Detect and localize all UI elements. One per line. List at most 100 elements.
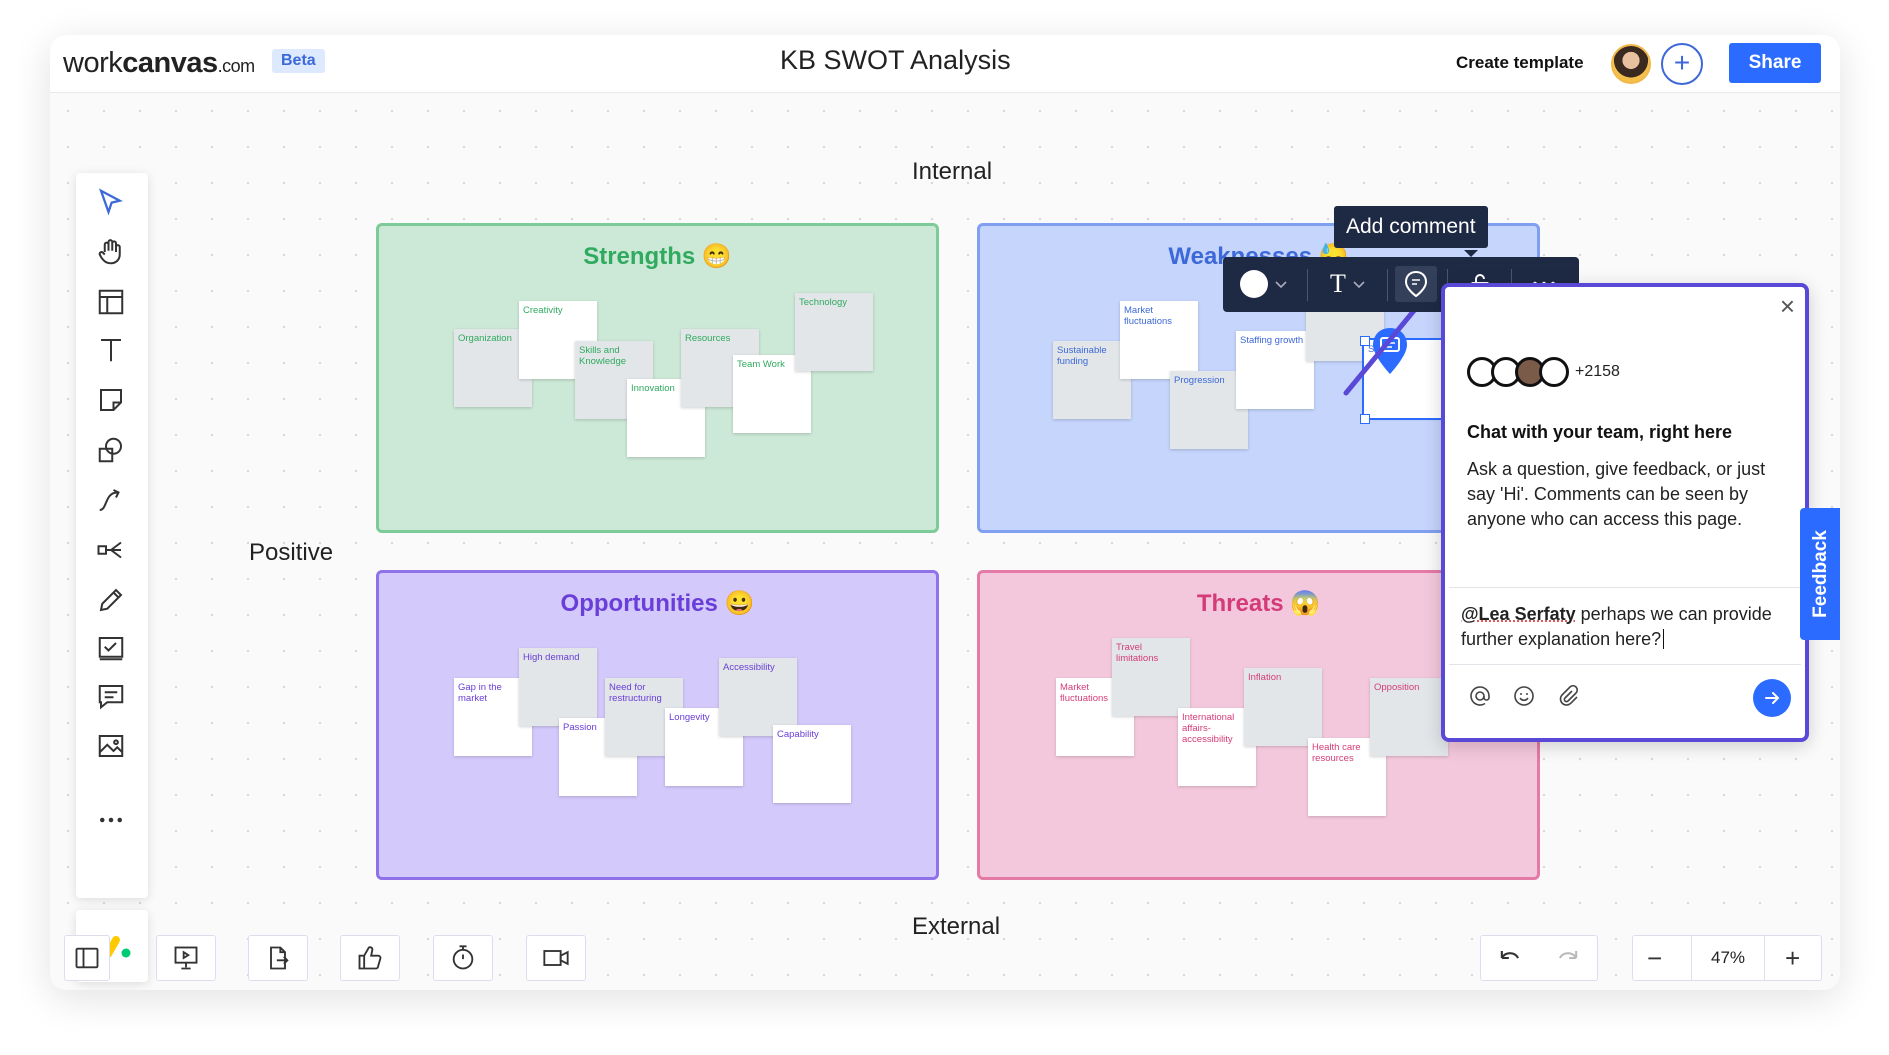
mention-at-icon[interactable] xyxy=(1469,685,1491,707)
sticky-note[interactable]: High demand xyxy=(519,648,597,726)
brand-tld: .com xyxy=(217,56,256,76)
zoom-out-button[interactable]: − xyxy=(1647,942,1663,973)
toggle-sidebar-button[interactable] xyxy=(64,935,110,981)
panel-heading: Chat with your team, right here xyxy=(1467,422,1733,442)
shapes-tool[interactable] xyxy=(94,433,128,467)
text-tool[interactable] xyxy=(94,333,128,367)
whiteboard-canvas[interactable]: Internal External Positive Strengths 😁 O… xyxy=(50,93,1840,990)
user-avatar[interactable] xyxy=(1611,44,1651,84)
text-icon xyxy=(101,339,121,362)
more-dots-icon xyxy=(100,817,122,823)
resize-handle[interactable] xyxy=(1360,336,1370,346)
text-caret xyxy=(1663,629,1670,649)
plus-icon: + xyxy=(1673,47,1691,78)
tooltip-caret xyxy=(1464,250,1478,257)
emoji-icon[interactable] xyxy=(1513,685,1535,707)
zoom-level[interactable]: 47% xyxy=(1691,936,1765,980)
create-template-link[interactable]: Create template xyxy=(1456,53,1584,72)
send-button[interactable] xyxy=(1753,679,1791,717)
quadrant-title-text: Threats xyxy=(1196,590,1284,617)
feedback-tab[interactable]: Feedback xyxy=(1800,508,1840,640)
quadrant-strengths[interactable]: Strengths 😁 Organization Creativity Skil… xyxy=(376,223,939,533)
page-title[interactable]: KB SWOT Analysis xyxy=(780,45,1011,75)
export-button[interactable] xyxy=(248,935,308,981)
presentation-button[interactable] xyxy=(156,935,216,981)
undo-icon[interactable] xyxy=(1496,944,1524,972)
sticky-note[interactable]: Market fluctuations xyxy=(1120,301,1198,379)
axis-label-external: External xyxy=(912,913,1001,940)
sticky-note[interactable]: Staffing growth xyxy=(1236,331,1314,409)
attachment-paperclip-icon[interactable] xyxy=(1557,685,1579,707)
participants-row: +2158 xyxy=(1467,357,1620,387)
add-comment-tooltip: Add comment xyxy=(1334,206,1488,248)
select-tool[interactable] xyxy=(94,185,128,219)
redo-icon[interactable] xyxy=(1554,944,1582,972)
stopwatch-icon xyxy=(452,945,474,970)
thumbs-up-icon xyxy=(358,946,382,970)
color-picker-button[interactable] xyxy=(1235,266,1293,302)
connector-tool[interactable] xyxy=(94,483,128,517)
quadrant-title: Threats 😱 xyxy=(980,589,1537,618)
color-swatch xyxy=(1240,270,1268,298)
sticky-note[interactable]: Opposition xyxy=(1370,678,1448,756)
comment-tool[interactable] xyxy=(94,679,128,713)
sticky-note[interactable]: Inflation xyxy=(1244,668,1322,746)
text-format-icon: T xyxy=(1330,269,1346,298)
sticky-note-icon xyxy=(100,389,122,411)
smile-emoji-icon: 😀 xyxy=(724,590,755,617)
quadrant-title: Opportunities 😀 xyxy=(379,589,936,618)
pencil-icon xyxy=(99,588,123,612)
undo-redo-group xyxy=(1480,935,1598,981)
toolbar-divider xyxy=(1307,269,1308,301)
checklist-tool[interactable] xyxy=(94,631,128,665)
zoom-in-button[interactable]: + xyxy=(1785,942,1801,973)
more-tools-button[interactable] xyxy=(94,803,128,837)
left-toolbar xyxy=(76,173,148,898)
share-button[interactable]: Share xyxy=(1729,43,1821,83)
chevron-down-icon xyxy=(1275,281,1287,289)
feedback-label: Feedback xyxy=(1810,530,1831,618)
sticky-note[interactable]: Progression xyxy=(1170,371,1248,449)
shapes-icon xyxy=(98,437,122,463)
hand-tool[interactable] xyxy=(94,235,128,269)
cursor-arrow-icon xyxy=(98,188,123,216)
resize-handle[interactable] xyxy=(1360,414,1370,424)
sticky-note[interactable]: Creativity xyxy=(519,301,597,379)
text-format-button[interactable]: T xyxy=(1319,266,1377,302)
comment-pin-icon xyxy=(1404,270,1428,298)
brand-work: work xyxy=(63,47,123,79)
voting-button[interactable] xyxy=(340,935,400,981)
add-collaborator-button[interactable]: + xyxy=(1661,43,1703,85)
axis-label-positive: Positive xyxy=(249,539,334,566)
sticky-note[interactable]: Capability xyxy=(773,725,851,803)
timer-button[interactable] xyxy=(433,935,493,981)
image-tool[interactable] xyxy=(94,729,128,763)
mention-tag: @Lea Serfaty xyxy=(1461,604,1576,624)
quadrant-title-text: Strengths xyxy=(583,243,696,270)
add-comment-button[interactable] xyxy=(1395,266,1437,302)
pen-tool[interactable] xyxy=(94,583,128,617)
quadrant-title-text: Opportunities xyxy=(560,590,718,617)
hand-icon xyxy=(98,239,121,265)
close-icon[interactable]: × xyxy=(1779,291,1795,321)
sticky-note[interactable]: Accessibility xyxy=(719,658,797,736)
participant-avatar xyxy=(1539,357,1569,387)
grin-emoji-icon: 😁 xyxy=(701,243,732,270)
image-icon xyxy=(98,735,124,757)
sticky-note-tool[interactable] xyxy=(94,383,128,417)
quadrant-opportunities[interactable]: Opportunities 😀 Gap in the market High d… xyxy=(376,570,939,880)
mindmap-tool[interactable] xyxy=(94,533,128,567)
video-call-button[interactable] xyxy=(526,935,586,981)
frame-tool[interactable] xyxy=(94,285,128,319)
quadrant-title: Strengths 😁 xyxy=(379,242,936,271)
comment-input[interactable]: @Lea Serfaty perhaps we can provide furt… xyxy=(1449,587,1801,665)
sticky-note[interactable]: International affairs- accessibility xyxy=(1178,708,1256,786)
scream-emoji-icon: 😱 xyxy=(1290,590,1321,617)
sticky-note[interactable]: Technology xyxy=(795,293,873,371)
sticky-note[interactable]: Travel limitations xyxy=(1112,638,1190,716)
comment-icon xyxy=(98,685,124,710)
chevron-down-icon xyxy=(1353,281,1365,289)
sticky-note[interactable]: Sustainable funding xyxy=(1053,341,1131,419)
brand-logo[interactable]: workcanvas.com xyxy=(63,47,255,80)
